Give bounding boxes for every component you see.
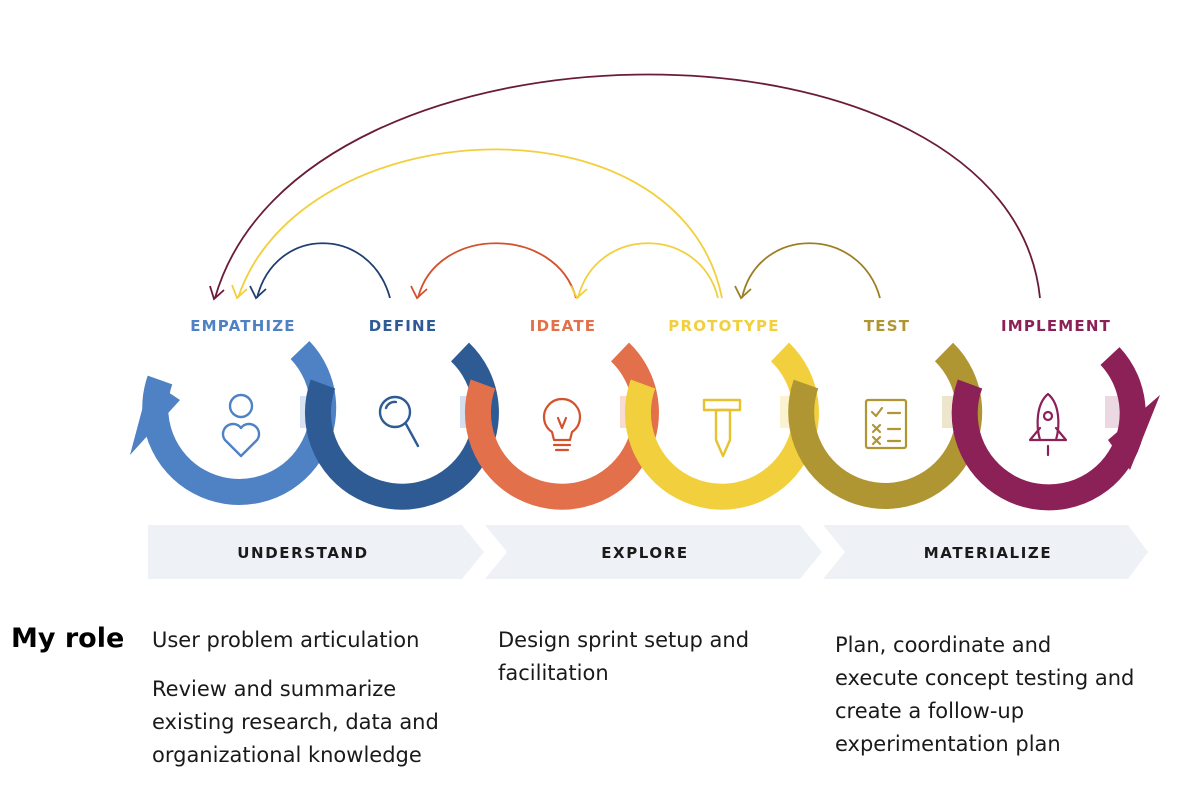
phase-label-materialize: MATERIALIZE xyxy=(924,544,1052,562)
role-understand: User problem articulation Review and sum… xyxy=(152,624,482,788)
person-heart-icon xyxy=(221,393,261,458)
role-explore-item-1: Design sprint setup and facilitation xyxy=(498,628,750,685)
phase-label-explore: EXPLORE xyxy=(601,544,689,562)
stage-label-implement: IMPLEMENT xyxy=(1001,317,1111,335)
design-thinking-diagram: EMPATHIZE DEFINE IDEATE PROTOTYPE TEST I… xyxy=(130,73,1160,579)
role-understand-item-1: User problem articulation xyxy=(152,628,420,652)
arrowhead-ideate xyxy=(410,285,428,300)
role-understand-item-2: Review and summarize existing research, … xyxy=(152,677,439,767)
arrowhead-prototype xyxy=(570,285,588,300)
stage-labels: EMPATHIZE DEFINE IDEATE PROTOTYPE TEST I… xyxy=(190,317,1111,335)
lightbulb-icon xyxy=(542,397,582,452)
role-materialize-item-1: Plan, coordinate and execute concept tes… xyxy=(835,633,1135,756)
phase-materialize-chevron xyxy=(823,525,1148,579)
hammer-pencil-icon xyxy=(702,398,742,458)
arrowhead-implement xyxy=(209,285,225,301)
stage-label-define: DEFINE xyxy=(369,317,438,335)
stage-rings xyxy=(130,341,1160,511)
role-explore: Design sprint setup and facilitation xyxy=(498,624,788,706)
feedback-arrows xyxy=(214,73,1041,299)
arrowhead-test xyxy=(734,285,752,300)
arrow-prototype-to-empathize xyxy=(237,148,723,299)
arrowhead-prototype-long xyxy=(231,284,248,300)
stage-label-prototype: PROTOTYPE xyxy=(668,317,779,335)
checklist-icon xyxy=(864,398,908,450)
arrow-test-to-prototype xyxy=(741,242,881,299)
phase-label-understand: UNDERSTAND xyxy=(237,544,368,562)
role-materialize: Plan, coordinate and execute concept tes… xyxy=(835,629,1135,777)
arrow-prototype-to-ideate xyxy=(577,242,719,299)
stage-label-ideate: IDEATE xyxy=(530,317,596,335)
ring-implement xyxy=(951,347,1160,511)
arrowheads xyxy=(209,284,752,301)
phase-band: UNDERSTAND EXPLORE MATERIALIZE xyxy=(148,525,1148,579)
arrow-ideate-to-define xyxy=(417,242,577,299)
stage-label-empathize: EMPATHIZE xyxy=(190,317,296,335)
arrow-implement-to-empathize xyxy=(214,73,1041,299)
phase-explore-chevron xyxy=(485,525,822,579)
role-title: My role xyxy=(11,623,125,654)
arrow-define-to-empathize xyxy=(256,242,391,299)
arrowhead-define xyxy=(249,285,267,300)
magnifier-icon xyxy=(378,395,420,448)
stage-label-test: TEST xyxy=(864,317,910,335)
ring-empathize xyxy=(130,341,337,505)
phase-understand-chevron xyxy=(148,525,484,579)
rocket-icon xyxy=(1028,392,1068,457)
